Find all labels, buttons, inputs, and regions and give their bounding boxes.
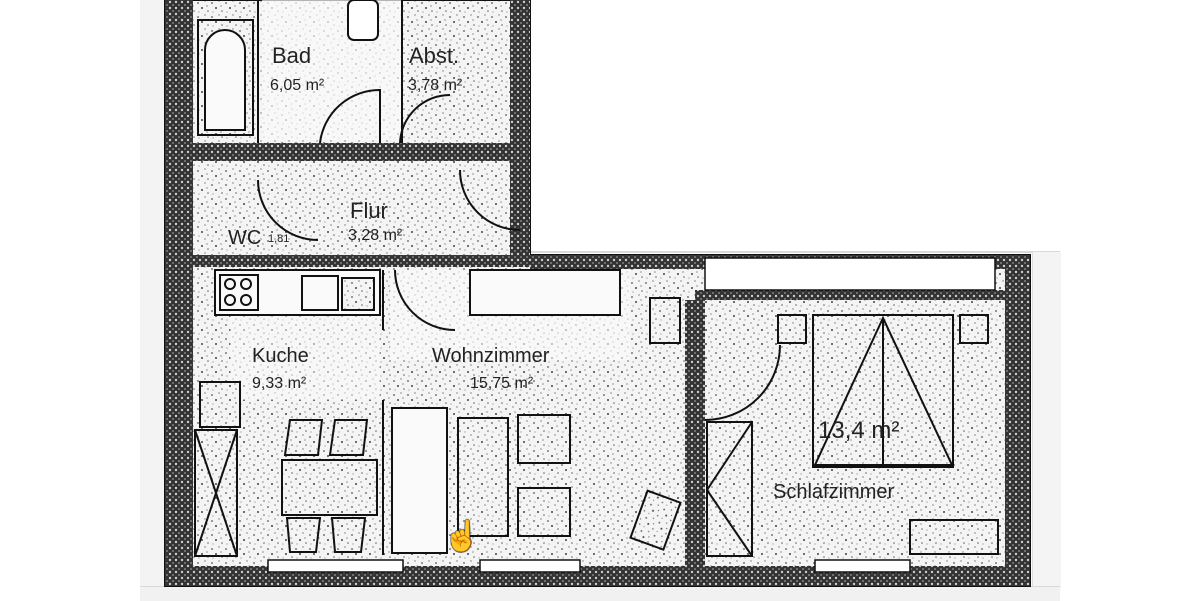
room-area-wohnzimmer: 15,75 m²	[470, 375, 534, 392]
room-area-abst: 3,78 m²	[408, 77, 463, 94]
room-label-bad: Bad	[272, 43, 311, 68]
room-area-schlafzimmer: 13,4 m²	[818, 417, 899, 444]
room-area-flur: 3,28 m²	[348, 227, 403, 244]
room-label-abst: Abst.	[409, 43, 459, 68]
room-label-schlafzimmer: Schlafzimmer	[773, 481, 894, 503]
hand-pointer-icon: ☝	[443, 520, 481, 553]
kitchen-counter	[214, 269, 681, 344]
bathtub	[197, 19, 254, 136]
living-furniture	[391, 407, 682, 554]
image-edge	[530, 251, 1060, 253]
room-label-kuche: Kuche	[252, 345, 309, 367]
sink	[347, 0, 379, 41]
room-label-flur: Flur	[350, 198, 388, 223]
room-area-wc: 1,81	[268, 233, 289, 245]
viewer-right-margin	[1032, 252, 1061, 588]
dining-set	[199, 381, 378, 553]
room-area-kuche: 9,33 m²	[252, 375, 307, 392]
room-label-wohnzimmer: Wohnzimmer	[432, 345, 550, 367]
room-label-wc: WC	[228, 227, 261, 249]
viewer-left-margin	[140, 0, 164, 600]
bed	[777, 314, 999, 555]
wardrobe	[706, 421, 753, 557]
room-area-bad: 6,05 m²	[270, 77, 325, 94]
